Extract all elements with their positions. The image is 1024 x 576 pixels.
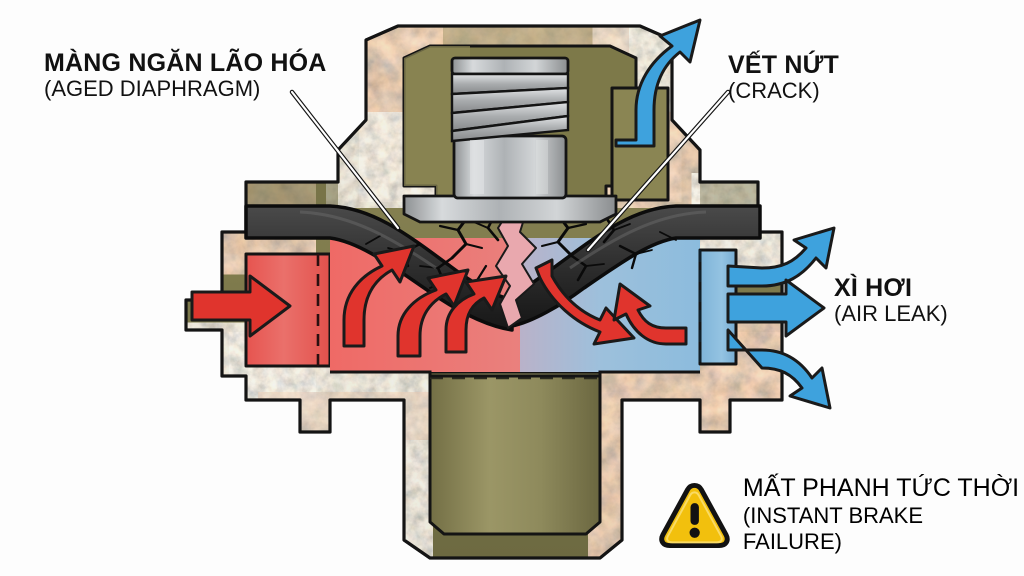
- leak-arrow-lower-right: [726, 328, 832, 410]
- warning-triangle-icon: [659, 482, 730, 548]
- pressure-arrows: [190, 244, 688, 358]
- bottom-port: [428, 370, 602, 536]
- coil-spring: [450, 72, 570, 143]
- label-air-leak: XÌ HƠI (AIR LEAK): [834, 275, 948, 327]
- label-crack-secondary: (CRACK): [728, 78, 820, 103]
- leak-arrow-top: [614, 18, 702, 148]
- exclamation-dot: [689, 527, 700, 538]
- exclamation-bar: [690, 502, 699, 525]
- leader-lines-inner: [290, 90, 730, 252]
- spring-piston-assembly: [402, 56, 618, 224]
- leak-arrow-middle-right: [726, 278, 826, 338]
- label-crack: VẾT NỨT (CRACK): [728, 52, 839, 104]
- leak-arrows: [614, 18, 836, 410]
- label-aged-diaphragm-secondary: (AGED DIAPHRAGM): [44, 76, 261, 101]
- brake-failure-text: MẤT PHANH TỨC THỜI (INSTANT BRAKE FAILUR…: [743, 474, 1024, 555]
- label-aged-diaphragm-primary: MÀNG NGĂN LÃO HÓA: [44, 49, 327, 77]
- leak-arrow-upper-right: [726, 226, 836, 288]
- brake-failure-primary: MẤT PHANH TỨC THỜI: [742, 474, 1020, 502]
- brake-failure-secondary: (INSTANT BRAKE FAILURE): [742, 503, 924, 554]
- pressure-inlet-arrow: [190, 274, 292, 338]
- label-air-leak-primary: XÌ HƠI: [834, 274, 913, 302]
- label-crack-primary: VẾT NỨT: [728, 51, 840, 79]
- label-air-leak-secondary: (AIR LEAK): [834, 301, 948, 326]
- brake-failure-warning: MẤT PHANH TỨC THỜI (INSTANT BRAKE FAILUR…: [658, 474, 1024, 555]
- label-aged-diaphragm: MÀNG NGĂN LÃO HÓA (AGED DIAPHRAGM): [44, 50, 327, 102]
